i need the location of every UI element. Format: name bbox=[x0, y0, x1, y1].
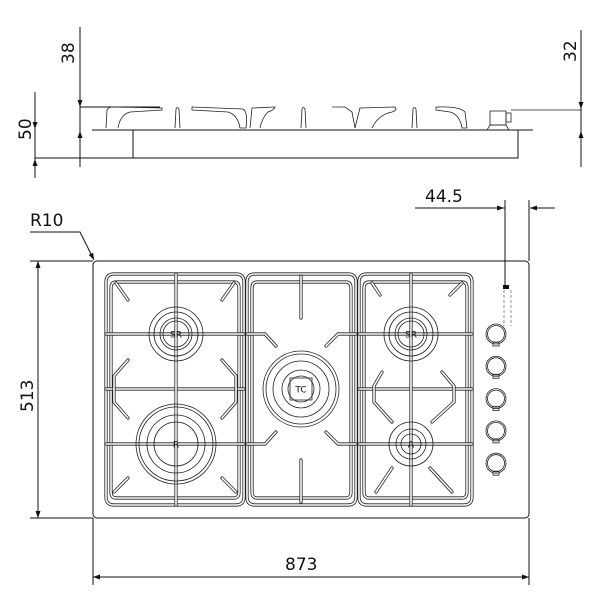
burner-label: TC bbox=[294, 386, 306, 396]
dim-label-32: 32 bbox=[561, 40, 581, 62]
dim-label-r10: R10 bbox=[30, 211, 63, 231]
grate-bar bbox=[220, 476, 238, 494]
grate-bar bbox=[245, 332, 278, 348]
grate-supports-side bbox=[105, 106, 468, 129]
burner-sr-left: SR bbox=[148, 306, 204, 362]
grate-bar bbox=[220, 358, 238, 420]
dim-label-873: 873 bbox=[285, 555, 317, 575]
r10-leader bbox=[30, 231, 95, 261]
plan-view: R10 513 873 44.5 SR R bbox=[18, 187, 555, 585]
burner-label: R bbox=[173, 441, 179, 451]
knob[interactable] bbox=[485, 452, 507, 476]
grate-bar bbox=[448, 281, 464, 297]
side-view: 38 50 32 bbox=[16, 27, 584, 178]
grate-bar bbox=[372, 370, 394, 424]
grate-inner-frame bbox=[250, 280, 353, 500]
knob[interactable] bbox=[485, 420, 507, 444]
grate-frame bbox=[357, 272, 474, 507]
burner-label: A bbox=[408, 441, 415, 451]
dim-label-38: 38 bbox=[59, 42, 79, 64]
dim-label-513: 513 bbox=[18, 380, 38, 412]
burner-label: SR bbox=[405, 331, 417, 341]
grate-bar bbox=[220, 281, 236, 302]
burner-label: SR bbox=[170, 331, 182, 341]
grate-bar bbox=[114, 281, 130, 302]
dim-label-50: 50 bbox=[16, 118, 36, 140]
grate-bar bbox=[245, 430, 278, 446]
grate-bar bbox=[428, 466, 454, 494]
grate-bar bbox=[370, 281, 382, 297]
hob-body bbox=[132, 129, 519, 159]
knob[interactable] bbox=[485, 388, 507, 412]
knob-side bbox=[486, 109, 581, 131]
control-knobs bbox=[485, 323, 507, 476]
grate-bar bbox=[430, 370, 456, 424]
pan-supports bbox=[104, 272, 474, 507]
grate-frame bbox=[104, 272, 246, 507]
indicator-mark bbox=[503, 285, 509, 289]
burner-sr-right: SR bbox=[383, 306, 439, 362]
grate-bar bbox=[374, 466, 394, 494]
burner-a: A bbox=[388, 421, 434, 467]
grate-bar bbox=[112, 476, 130, 494]
hob-outline bbox=[92, 260, 530, 519]
grate-frame bbox=[245, 272, 358, 507]
knob[interactable] bbox=[485, 355, 507, 379]
grate-inner-frame bbox=[362, 280, 469, 500]
burner-tc: TC bbox=[262, 350, 340, 428]
knob[interactable] bbox=[485, 323, 507, 347]
grate-inner-frame bbox=[109, 280, 241, 500]
burner-r: R bbox=[135, 403, 217, 485]
grate-bar bbox=[324, 332, 358, 348]
grate-bar bbox=[112, 358, 130, 420]
dim-label-44-5: 44.5 bbox=[425, 187, 463, 207]
grate-bar bbox=[324, 430, 358, 446]
